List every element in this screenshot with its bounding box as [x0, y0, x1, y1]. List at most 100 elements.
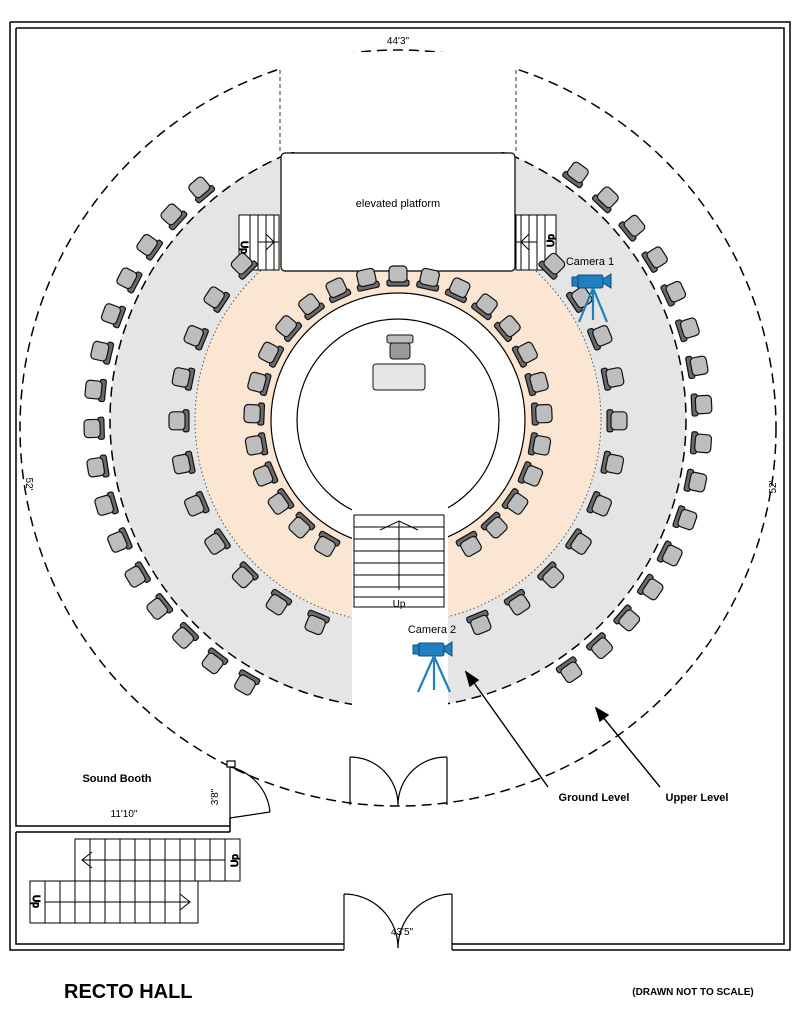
podium [372, 334, 426, 391]
chair-icon [524, 371, 549, 397]
chair-icon [244, 432, 269, 456]
building-walls [9, 21, 791, 951]
chair-icon [188, 176, 216, 204]
camera-1: Camera 1 [566, 256, 614, 323]
chair-icon [480, 511, 508, 539]
chair-icon [455, 530, 482, 558]
chair-icon [416, 267, 440, 292]
chair-icon [231, 561, 259, 589]
ground-level-pointer [464, 670, 549, 788]
video-camera-icon [571, 273, 612, 323]
chair-icon [656, 540, 683, 567]
chair-icon [171, 450, 196, 475]
chair-icon [94, 491, 119, 516]
elevated-platform [280, 152, 516, 272]
chair-icon [641, 246, 668, 273]
chair-icon [160, 203, 188, 231]
chair-icon [555, 656, 583, 683]
chair-icon [183, 325, 209, 351]
outer-boundary-circle [19, 49, 777, 807]
chair-icon [618, 214, 646, 242]
chair-icon [146, 592, 174, 620]
seating [83, 161, 713, 696]
chair-icon [252, 461, 279, 487]
sound-booth-label: Sound Booth [82, 773, 151, 785]
chair-icon [527, 432, 552, 456]
chair-icon [586, 490, 612, 517]
ground-level-label: Ground Level [559, 792, 630, 804]
chair-icon [517, 461, 544, 487]
platform-label: elevated platform [356, 198, 440, 210]
chair-icon [660, 280, 687, 307]
dimension-left-height: 52' [23, 477, 34, 490]
chair-icon [636, 573, 664, 601]
chair-icon [243, 402, 266, 426]
chair-icon [613, 604, 641, 632]
chair-icon [325, 277, 352, 304]
chair-icon [503, 588, 531, 616]
chair-icon [444, 277, 471, 304]
chair-icon [683, 468, 708, 493]
dimension-sound-booth-door: 3'8" [210, 788, 221, 805]
chair-icon [116, 267, 143, 294]
dimension-bottom-door: 43'5" [391, 927, 414, 938]
chair-icon [672, 505, 698, 531]
chair-icon [172, 621, 200, 649]
chair-icon [493, 315, 521, 343]
chair-icon [585, 632, 613, 660]
chair-icon [314, 530, 341, 558]
chair-icon [501, 488, 529, 515]
chair-icon [606, 409, 628, 433]
chair-icon [184, 490, 210, 517]
center-stairs [353, 514, 445, 608]
chair-icon [471, 293, 498, 321]
chair-icon [565, 528, 592, 555]
main-double-door [349, 756, 448, 806]
chair-icon [230, 252, 258, 280]
chair-icon [538, 252, 566, 280]
chair-icon [511, 341, 538, 368]
chair-icon [304, 609, 330, 636]
upper-level-pointer [594, 706, 661, 788]
dimension-top-width: 44'3" [387, 36, 410, 47]
chair-icon [386, 265, 410, 287]
chair-icon [107, 527, 133, 553]
platform-gap [282, 52, 516, 152]
center-stairs-up-label: Up [393, 599, 406, 610]
dimension-sound-booth-width: 11'10" [111, 809, 138, 820]
hall-title: RECTO HALL [64, 981, 193, 1003]
chair-icon [136, 233, 164, 261]
upper-level-label: Upper Level [666, 792, 729, 804]
entrance-double-door [343, 893, 453, 950]
chair-icon [258, 341, 285, 368]
chair-icon [466, 609, 492, 636]
stairs-up-label: Up [230, 854, 241, 867]
lower-stairs-top: Up [74, 838, 242, 882]
chair-icon [587, 325, 613, 351]
chair-icon [562, 161, 589, 189]
lower-stairs-bottom: Up [29, 880, 199, 924]
chair-icon [171, 367, 196, 391]
chair-icon [90, 340, 115, 365]
chair-icon [537, 561, 565, 589]
chair-icon [247, 371, 272, 397]
chair-icon [234, 669, 261, 696]
scale-note: (DRAWN NOT TO SCALE) [632, 987, 753, 998]
chair-icon [267, 488, 295, 515]
chair-icon [685, 355, 709, 380]
chair-icon [201, 647, 229, 675]
chair-icon [600, 450, 625, 475]
chair-icon [275, 315, 303, 343]
camera-2: Camera 2 [408, 624, 456, 693]
chair-icon [83, 416, 105, 440]
sound-booth-door [226, 760, 271, 819]
chair-icon [124, 561, 151, 588]
chair-icon [168, 409, 190, 433]
chair-icon [265, 588, 293, 616]
chair-icon [84, 378, 107, 403]
chair-icon [600, 367, 625, 391]
dimension-right-height: 52' [768, 480, 779, 493]
chair-icon [288, 511, 316, 539]
chair-icon [689, 431, 713, 455]
